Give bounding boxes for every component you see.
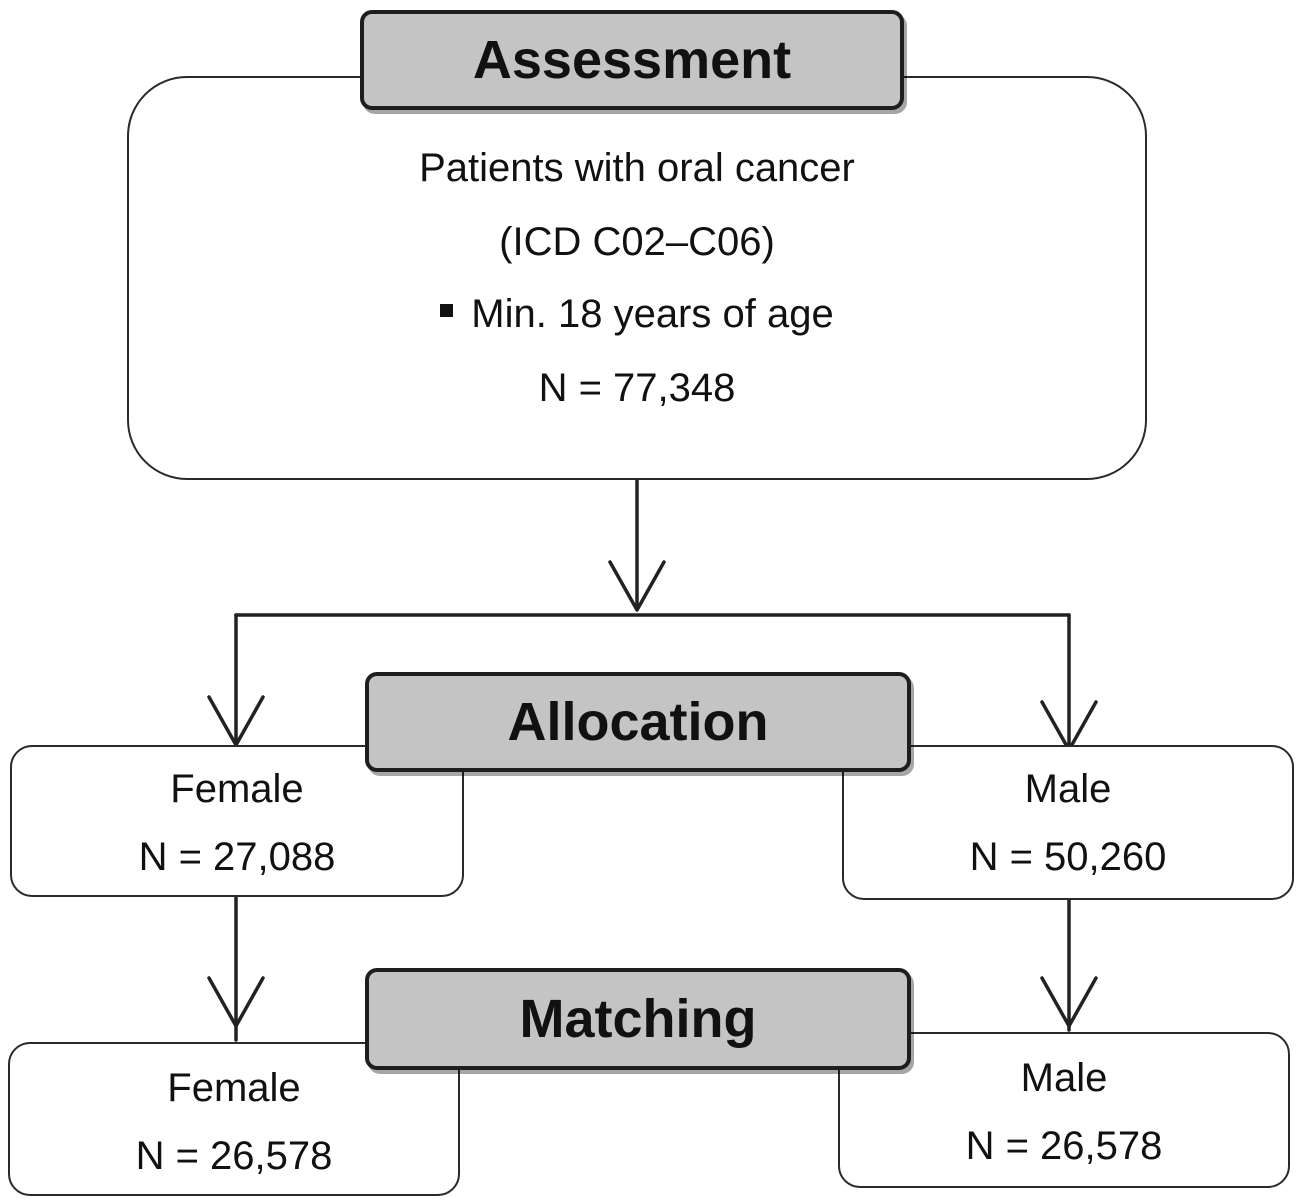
allocation-female-n: N = 27,088 xyxy=(138,835,336,879)
allocation-male-n: N = 50,260 xyxy=(969,835,1167,879)
assessment-criterion: Min. 18 years of age xyxy=(471,292,834,336)
assessment-line-3: Min. 18 years of age xyxy=(129,286,1145,342)
allocation-female-label: Female xyxy=(170,767,304,811)
matching-header-label: Matching xyxy=(519,989,757,1049)
bullet-icon xyxy=(440,304,454,317)
matching-female-box: Female N = 26,578 xyxy=(8,1042,460,1196)
allocation-header-label: Allocation xyxy=(507,692,769,752)
allocation-male-box: Male N = 50,260 xyxy=(842,745,1294,900)
matching-female-n: N = 26,578 xyxy=(135,1134,333,1178)
assessment-header-label: Assessment xyxy=(472,30,792,90)
assessment-box: Patients with oral cancer (ICD C02–C06) … xyxy=(127,76,1147,480)
matching-male-box: Male N = 26,578 xyxy=(838,1032,1290,1188)
matching-male-label: Male xyxy=(1020,1056,1108,1100)
matching-header: Matching xyxy=(365,968,911,1070)
allocation-header: Allocation xyxy=(365,672,911,772)
matching-female-label: Female xyxy=(167,1066,301,1110)
assessment-total: N = 77,348 xyxy=(538,366,736,410)
arrowhead-male-matching xyxy=(1040,976,1098,1028)
arrowhead-branch xyxy=(608,560,666,612)
allocation-male-label: Male xyxy=(1024,767,1112,811)
assessment-line-2: (ICD C02–C06) xyxy=(499,220,775,264)
arrowhead-female-matching xyxy=(207,976,265,1028)
assessment-header: Assessment xyxy=(360,10,904,110)
matching-male-n: N = 26,578 xyxy=(965,1124,1163,1168)
assessment-line-1: Patients with oral cancer xyxy=(419,146,855,190)
